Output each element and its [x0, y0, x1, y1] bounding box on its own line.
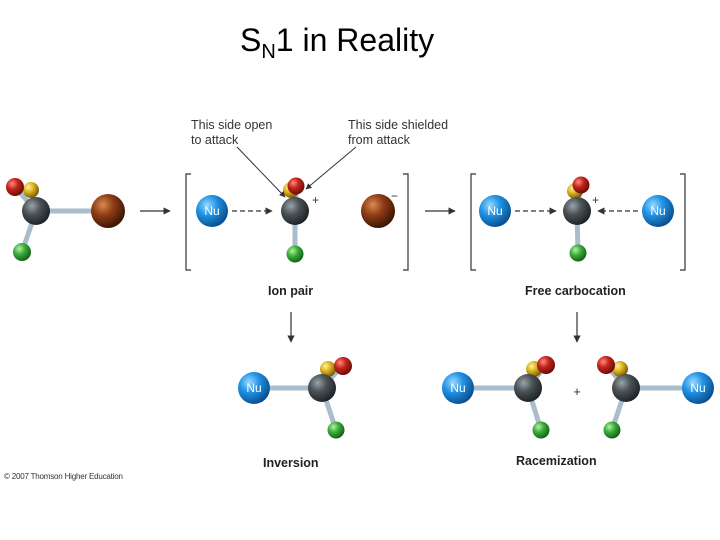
carbocation-atom [563, 197, 591, 225]
free-carbocation-complex: Nu + Nu [479, 176, 674, 262]
shielded-side-label: This side shielded from attack [348, 118, 449, 147]
green-atom [532, 421, 550, 439]
yellow-atom [23, 182, 39, 198]
ion-pair-bracket [185, 173, 409, 271]
plus-charge: + [592, 193, 599, 207]
yellow-atom [612, 361, 628, 377]
shielded-side-pointer [305, 146, 357, 190]
bromide-ion [361, 194, 395, 228]
plus-sign: + [573, 384, 581, 399]
nucleophile-atom [442, 372, 474, 404]
red-atom [537, 356, 555, 374]
bromine-atom [91, 194, 125, 228]
page-title: SN1 in Reality [240, 22, 435, 63]
svg-text:Nu: Nu [487, 204, 502, 218]
green-atom [603, 421, 621, 439]
inversion-caption: Inversion [263, 456, 319, 470]
green-atom [13, 243, 31, 261]
racemization-product-right: Nu [597, 356, 714, 439]
nucleophile-left-atom [479, 195, 511, 227]
svg-text:Nu: Nu [204, 204, 219, 218]
green-atom [569, 244, 587, 262]
nucleophile-atom [682, 372, 714, 404]
carbocation-bracket [470, 173, 686, 271]
copyright-notice: © 2007 Thomson Higher Education [4, 472, 123, 481]
green-atom [286, 245, 304, 263]
inversion-product: Nu [238, 357, 352, 439]
open-side-pointer [236, 146, 286, 198]
plus-charge: + [312, 193, 319, 207]
yellow-atom [320, 361, 336, 377]
red-atom [287, 177, 305, 195]
nucleophile-right-atom [642, 195, 674, 227]
open-side-label: This side open to attack [191, 118, 273, 147]
svg-text:Nu: Nu [450, 381, 465, 395]
ion-pair-complex: Nu + − [196, 177, 398, 263]
nucleophile-atom [238, 372, 270, 404]
carbon-atom [308, 374, 336, 402]
red-atom [572, 176, 590, 194]
nucleophile-atom [196, 195, 228, 227]
substrate-molecule [6, 178, 125, 261]
carbon-atom [612, 374, 640, 402]
racemization-caption: Racemization [516, 454, 597, 468]
svg-text:Nu: Nu [246, 381, 261, 395]
svg-text:Nu: Nu [690, 381, 705, 395]
svg-text:Nu: Nu [650, 204, 665, 218]
carbon-atom [22, 197, 50, 225]
carbon-atom [514, 374, 542, 402]
racemization-product-left: Nu [442, 356, 555, 439]
minus-charge: − [391, 189, 398, 203]
free-carbocation-caption: Free carbocation [525, 284, 626, 298]
red-atom [334, 357, 352, 375]
ion-pair-caption: Ion pair [268, 284, 314, 298]
green-atom [327, 421, 345, 439]
red-atom [6, 178, 24, 196]
red-atom [597, 356, 615, 374]
carbocation-atom [281, 197, 309, 225]
